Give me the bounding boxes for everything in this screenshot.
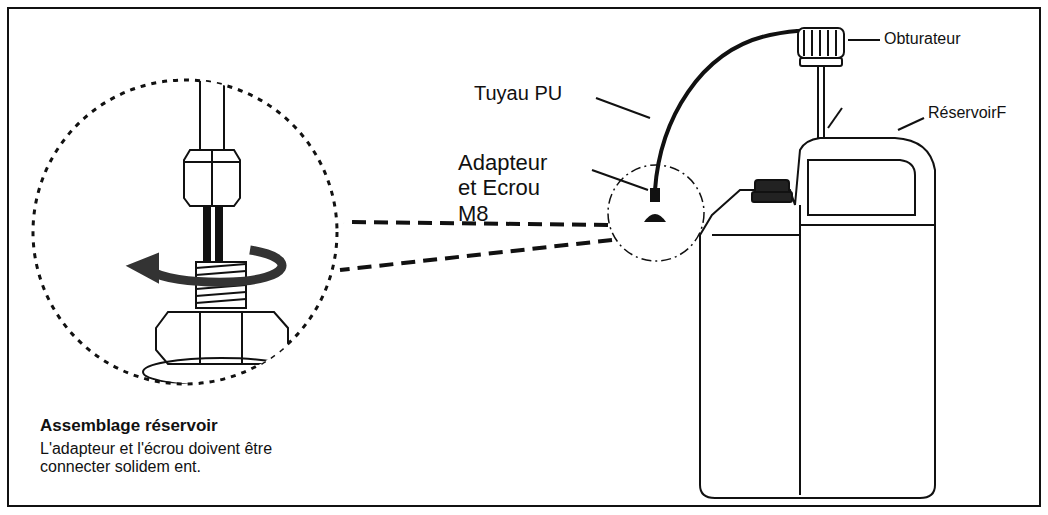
detail-link bbox=[340, 240, 612, 270]
tank bbox=[700, 138, 935, 498]
part-label: Adapteur et Ecrou M8 bbox=[458, 150, 558, 226]
thread-line bbox=[196, 299, 246, 303]
adapter-detail bbox=[128, 60, 299, 386]
note-body: L'adapteur et l'écrou doivent être conne… bbox=[40, 440, 310, 477]
thread-line bbox=[196, 292, 246, 296]
note-heading: Assemblage réservoir bbox=[40, 416, 340, 436]
thread-line bbox=[196, 271, 246, 275]
detail-circle bbox=[33, 80, 337, 384]
leader-lines bbox=[592, 40, 924, 190]
thread-line bbox=[196, 264, 246, 268]
adapter bbox=[650, 188, 660, 202]
pu-tube bbox=[655, 31, 815, 190]
frame bbox=[8, 8, 1040, 506]
part-label: Obturateur bbox=[884, 30, 1024, 48]
part-label: RéservoirF bbox=[928, 104, 1038, 122]
adapter-cone bbox=[644, 214, 666, 222]
part-label: Tuyau PU bbox=[474, 82, 594, 105]
